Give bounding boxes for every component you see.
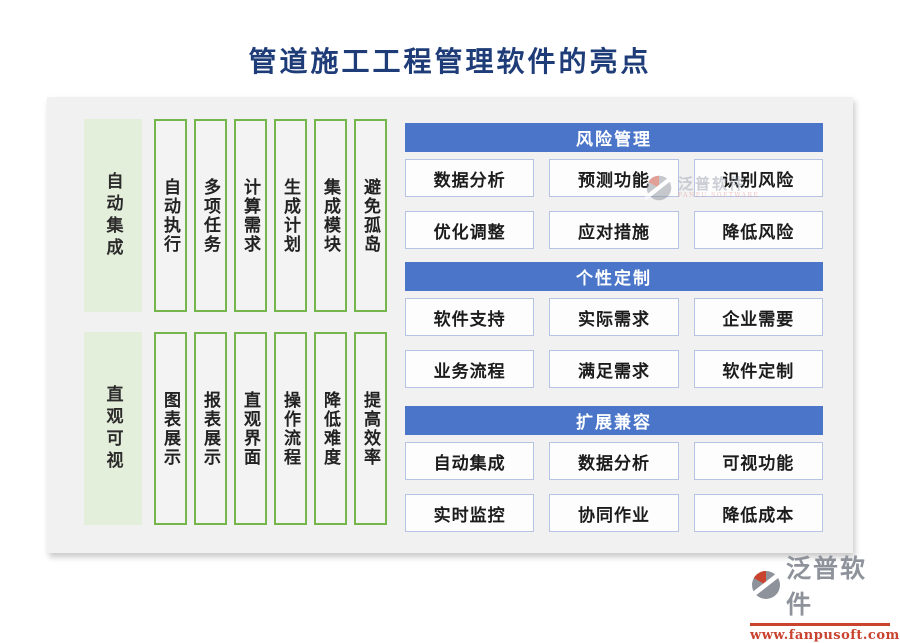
feature-item: 多项任务 — [194, 119, 227, 312]
feature-item: 降低难度 — [314, 332, 347, 525]
feature-item: 直观界面 — [234, 332, 267, 525]
section-item: 满足需求 — [549, 350, 679, 388]
section-item: 预测功能 — [549, 159, 679, 197]
page-title: 管道施工工程管理软件的亮点 — [248, 45, 652, 78]
section-risk-management: 风险管理 数据分析 预测功能 识别风险 优化调整 应对措施 降低风险 — [405, 123, 823, 249]
section-grid: 软件支持 实际需求 企业需要 业务流程 满足需求 软件定制 — [405, 298, 823, 388]
section-item: 降低成本 — [693, 494, 823, 532]
section-item: 软件定制 — [693, 350, 823, 388]
feature-item: 生成计划 — [274, 119, 307, 312]
content-panel: 自动集成 自动执行 多项任务 计算需求 生成计划 集成模块 避免孤岛 直观可视 … — [47, 97, 853, 553]
group-label: 直观可视 — [84, 332, 142, 525]
feature-item: 计算需求 — [234, 119, 267, 312]
feature-item: 避免孤岛 — [354, 119, 387, 312]
feature-item: 图表展示 — [154, 332, 187, 525]
feature-item: 集成模块 — [314, 119, 347, 312]
feature-group-visualization: 直观可视 图表展示 报表展示 直观界面 操作流程 降低难度 提高效率 — [84, 332, 387, 525]
infographic-root: 管道施工工程管理软件的亮点 自动集成 自动执行 多项任务 计算需求 生成计划 集… — [47, 45, 899, 643]
feature-item: 操作流程 — [274, 332, 307, 525]
section-header: 个性定制 — [405, 262, 823, 291]
section-grid: 自动集成 数据分析 可视功能 实时监控 协同作业 降低成本 — [405, 442, 823, 532]
feature-group-auto-integration: 自动集成 自动执行 多项任务 计算需求 生成计划 集成模块 避免孤岛 — [84, 119, 387, 312]
section-item: 降低风险 — [693, 211, 823, 249]
section-item: 优化调整 — [405, 211, 535, 249]
group-label: 自动集成 — [84, 119, 142, 312]
section-grid: 数据分析 预测功能 识别风险 优化调整 应对措施 降低风险 — [405, 159, 823, 249]
section-item: 数据分析 — [405, 159, 535, 197]
section-item: 软件支持 — [405, 298, 535, 336]
section-item: 可视功能 — [693, 442, 823, 480]
section-item: 企业需要 — [693, 298, 823, 336]
feature-item: 自动执行 — [154, 119, 187, 312]
section-item: 应对措施 — [549, 211, 679, 249]
footer-brand: 泛普软件 — [786, 554, 868, 619]
section-header: 风险管理 — [405, 123, 823, 152]
section-item: 识别风险 — [693, 159, 823, 197]
section-extensibility: 扩展兼容 自动集成 数据分析 可视功能 实时监控 协同作业 降低成本 — [405, 406, 823, 532]
fanpu-logo-icon — [750, 569, 782, 601]
section-item: 业务流程 — [405, 350, 535, 388]
section-item: 协同作业 — [549, 494, 679, 532]
feature-item: 报表展示 — [194, 332, 227, 525]
footer-website: www.fanpusoft.com — [750, 628, 900, 643]
section-item: 实时监控 — [405, 494, 535, 532]
sections-column: 风险管理 数据分析 预测功能 识别风险 优化调整 应对措施 降低风险 个性定制 … — [405, 123, 823, 545]
section-item: 自动集成 — [405, 442, 535, 480]
section-item: 数据分析 — [549, 442, 679, 480]
section-header: 扩展兼容 — [405, 406, 823, 435]
section-customization: 个性定制 软件支持 实际需求 企业需要 业务流程 满足需求 软件定制 — [405, 262, 823, 388]
footer-logo: 泛普软件 www.fanpusoft.com — [750, 549, 900, 643]
section-item: 实际需求 — [549, 298, 679, 336]
feature-item: 提高效率 — [354, 332, 387, 525]
